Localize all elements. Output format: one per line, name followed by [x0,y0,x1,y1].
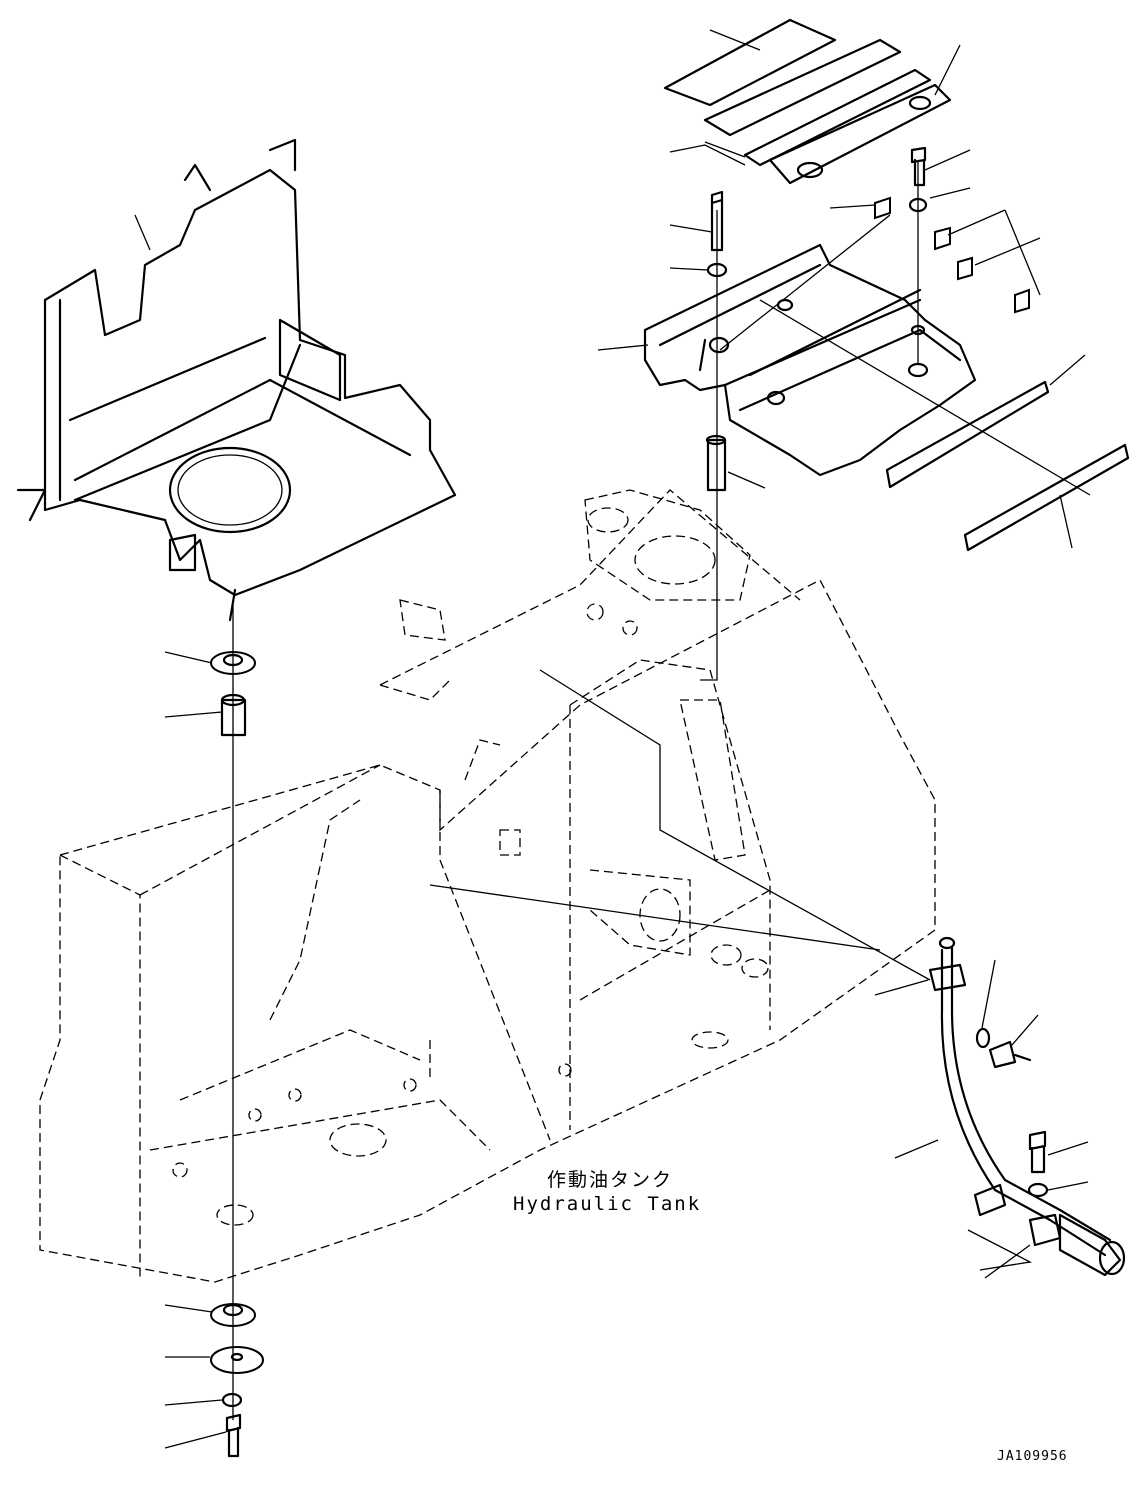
leader-lines [134,29,1089,1449]
top-plates [663,18,1130,552]
right-box-cover [643,243,977,477]
left-box-cover [16,138,457,622]
tank-label-en: Hydraulic Tank [513,1193,701,1215]
hose [928,936,1126,1277]
hydraulic-tank-outline [39,489,936,1283]
drawing-code: JA109956 [997,1449,1068,1464]
fasteners [210,146,1049,1458]
tank-label-jp: 作動油タンク [547,1169,673,1191]
center-lines [232,160,1091,1420]
